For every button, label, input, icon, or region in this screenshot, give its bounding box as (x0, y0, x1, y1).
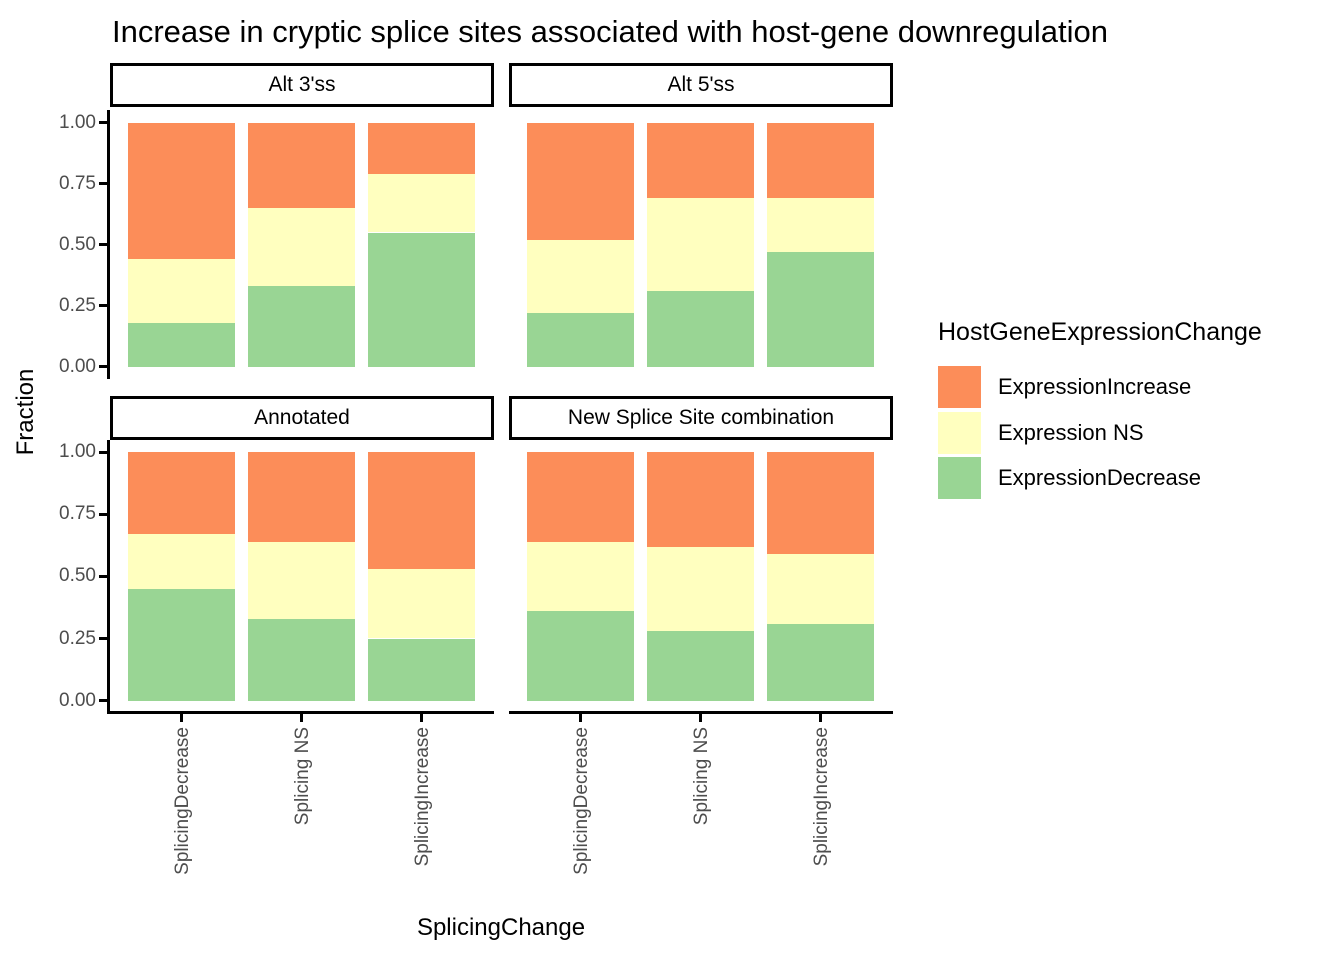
facet-strip: Alt 5'ss (509, 63, 893, 107)
bar-segment-expression-ns (248, 208, 355, 287)
bar-segment-expression-ns (248, 541, 355, 619)
y-axis-tick (99, 304, 107, 308)
bar-segment-expressiondecrease (527, 611, 634, 701)
bar-segment-expressiondecrease (767, 252, 874, 367)
y-axis-tick-label: 0.25 (59, 627, 96, 649)
x-axis-tick (300, 714, 303, 722)
x-axis-tick-label: SplicingIncrease (810, 727, 832, 867)
bar-segment-expressiondecrease (647, 631, 754, 701)
bar-segment-expressionincrease (128, 122, 235, 260)
y-axis-tick (99, 450, 107, 454)
y-axis-tick (99, 574, 107, 578)
x-axis-tick-label: SplicingDecrease (570, 727, 592, 875)
x-axis-title: SplicingChange (416, 914, 586, 941)
x-axis-tick-label: Splicing NS (690, 727, 712, 826)
y-axis-tick (99, 512, 107, 516)
bar-segment-expressionincrease (128, 452, 235, 535)
y-axis-tick (99, 182, 107, 186)
x-axis-tick (819, 714, 822, 722)
bar-segment-expression-ns (368, 568, 475, 639)
y-axis-tick-label: 0.00 (59, 355, 96, 377)
y-axis-tick-label: 0.75 (59, 503, 96, 525)
x-axis-tick-label: SplicingIncrease (411, 727, 433, 867)
legend-label-expressionincrease: ExpressionIncrease (998, 374, 1192, 399)
bar-segment-expressionincrease (647, 122, 754, 199)
y-axis-tick-label: 0.50 (59, 233, 96, 255)
y-axis-tick (99, 243, 107, 247)
facet-strip-label: Alt 3'ss (268, 73, 336, 96)
bar-segment-expression-ns (128, 534, 235, 589)
y-axis-tick (99, 637, 107, 640)
bar-segment-expressiondecrease (248, 618, 355, 701)
facet-strip-label: Annotated (254, 406, 350, 429)
bar-segment-expressiondecrease (368, 232, 475, 367)
bar-segment-expressionincrease (368, 122, 475, 174)
y-axis-tick-label: 1.00 (59, 441, 96, 463)
y-axis-tick (99, 699, 107, 703)
bar-segment-expressionincrease (767, 452, 874, 555)
bar-segment-expressionincrease (647, 452, 754, 547)
bar-segment-expressionincrease (767, 122, 874, 199)
facet-strip-label: New Splice Site combination (567, 406, 835, 429)
bar-segment-expression-ns (527, 239, 634, 313)
x-axis-line (509, 711, 893, 714)
bar-segment-expression-ns (647, 546, 754, 632)
bar-segment-expressiondecrease (767, 623, 874, 701)
bar-segment-expressiondecrease (527, 313, 634, 367)
bar-segment-expressionincrease (527, 452, 634, 542)
bar-segment-expressiondecrease (248, 286, 355, 367)
y-axis-tick-label: 0.50 (59, 565, 96, 587)
x-axis-tick (579, 714, 582, 722)
x-axis-line (107, 711, 494, 714)
bar-segment-expressiondecrease (128, 322, 235, 367)
legend-key-expression-ns (938, 411, 981, 454)
bar-segment-expressionincrease (368, 452, 475, 569)
x-axis-tick (420, 714, 423, 722)
bar-segment-expression-ns (368, 173, 475, 233)
y-axis-line (107, 110, 110, 379)
legend-key-expressionincrease (938, 366, 981, 408)
legend-label-expressiondecrease: ExpressionDecrease (998, 465, 1201, 490)
plot-title: Increase in cryptic splice sites associa… (112, 14, 1108, 49)
facet-strip: Alt 3'ss (110, 63, 494, 107)
bar-segment-expressionincrease (248, 452, 355, 542)
bar-segment-expressiondecrease (368, 638, 475, 701)
y-axis-tick-label: 0.00 (59, 689, 96, 711)
legend-key-expressiondecrease (938, 457, 981, 499)
bar-segment-expressionincrease (248, 122, 355, 209)
x-axis-tick-label: SplicingDecrease (171, 727, 193, 875)
y-axis-tick (99, 121, 107, 125)
x-axis-tick-label: Splicing NS (291, 727, 313, 826)
x-axis-tick (699, 714, 702, 722)
y-axis-tick-label: 0.75 (59, 172, 96, 194)
x-axis-tick (180, 714, 183, 722)
y-axis-title: Fraction (12, 368, 39, 456)
y-axis-tick-label: 0.25 (59, 294, 96, 316)
legend-title: HostGeneExpressionChange (938, 318, 1262, 346)
y-axis-tick (99, 365, 107, 369)
bar-segment-expressionincrease (527, 122, 634, 240)
bar-segment-expressiondecrease (647, 291, 754, 367)
bar-segment-expressiondecrease (128, 588, 235, 701)
facet-strip: Annotated (110, 396, 494, 440)
bar-segment-expression-ns (527, 541, 634, 612)
y-axis-line (107, 440, 110, 713)
bar-segment-expression-ns (767, 554, 874, 624)
bar-segment-expression-ns (767, 198, 874, 252)
legend-label-expression-ns: Expression NS (998, 419, 1144, 445)
facet-strip-label: Alt 5'ss (667, 73, 735, 96)
bar-segment-expression-ns (128, 259, 235, 323)
y-axis-tick-label: 1.00 (59, 111, 96, 133)
facet-strip: New Splice Site combination (509, 396, 893, 440)
bar-segment-expression-ns (647, 198, 754, 292)
